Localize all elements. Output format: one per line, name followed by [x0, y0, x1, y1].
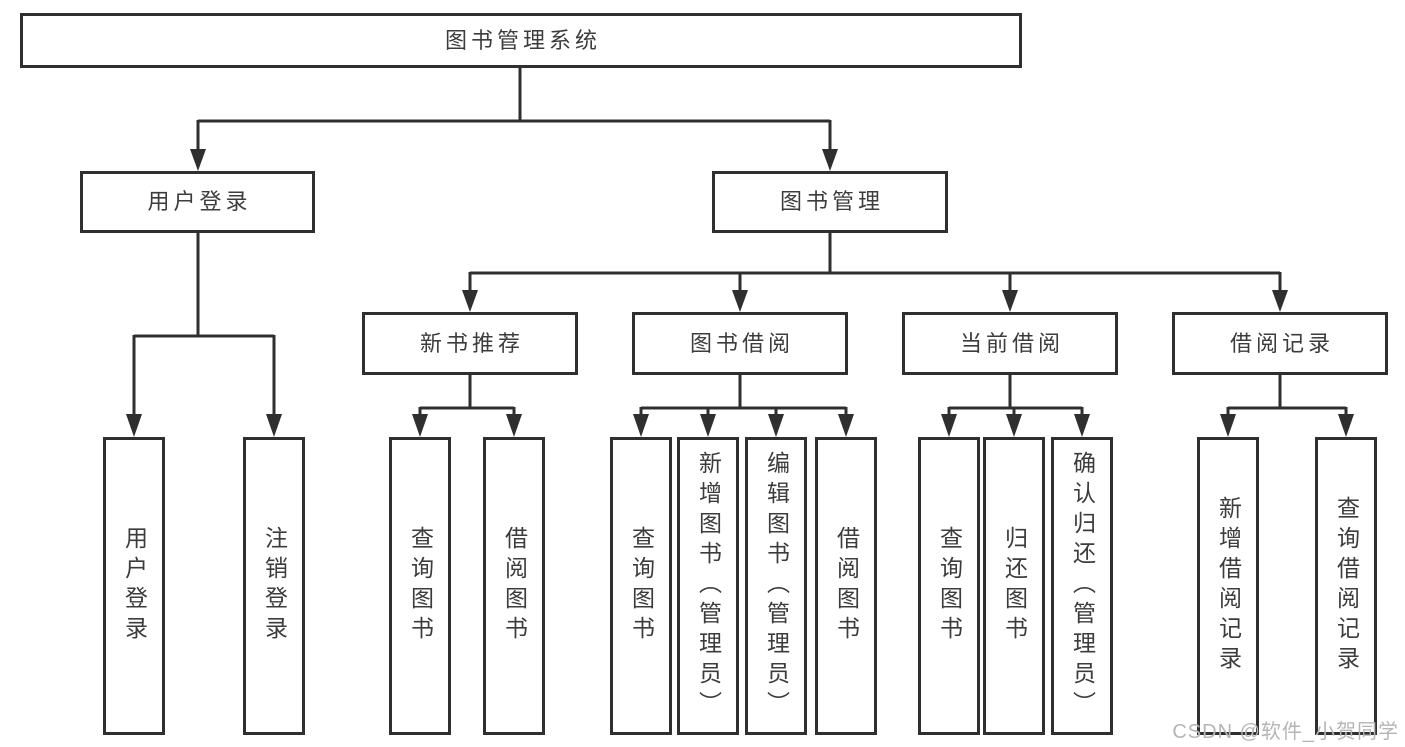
leaf-current-query-books: 查询图书	[918, 437, 980, 735]
node-label: 当前借阅	[959, 330, 1064, 356]
node-label: 归还图书	[1001, 526, 1028, 646]
node-label: 借阅图书	[833, 526, 860, 646]
leaf-record-add-borrow-record: 新增借阅记录	[1197, 437, 1259, 735]
node-book-management: 图书管理	[712, 171, 948, 233]
arrowheads	[126, 149, 1354, 437]
leaf-current-return-books: 归还图书	[983, 437, 1045, 735]
node-label: 用户登录	[147, 189, 252, 214]
node-label: 新增图书（管理员）	[695, 451, 722, 721]
node-label: 查询借阅记录	[1333, 496, 1360, 676]
node-label: 查询图书	[936, 526, 963, 646]
node-label: 图书管理系统	[444, 27, 601, 53]
node-label: 确认归还（管理员）	[1069, 451, 1096, 721]
node-library-management-system: 图书管理系统	[20, 13, 1022, 68]
node-label: 查询图书	[407, 526, 434, 646]
leaf-logout: 注销登录	[243, 437, 305, 735]
node-label: 图书管理	[779, 189, 884, 214]
node-book-borrow: 图书借阅	[632, 312, 848, 375]
node-label: 新增借阅记录	[1215, 496, 1242, 676]
node-label: 新书推荐	[419, 330, 524, 356]
leaf-borrow-query-books: 查询图书	[610, 437, 672, 735]
leaf-user-login: 用户登录	[103, 437, 165, 735]
node-current-borrow: 当前借阅	[902, 312, 1118, 375]
node-label: 借阅记录	[1229, 330, 1334, 356]
node-new-book-recommend: 新书推荐	[362, 312, 578, 375]
node-borrow-record: 借阅记录	[1172, 312, 1388, 375]
leaf-recommend-borrow-books: 借阅图书	[483, 437, 545, 735]
node-label: 用户登录	[121, 526, 148, 646]
leaf-record-query-borrow-record: 查询借阅记录	[1315, 437, 1377, 735]
node-label: 查询图书	[628, 526, 655, 646]
leaf-borrow-edit-books-admin: 编辑图书（管理员）	[745, 437, 807, 735]
node-label: 图书借阅	[689, 330, 794, 356]
node-user-login: 用户登录	[80, 171, 315, 233]
node-label: 注销登录	[261, 526, 288, 646]
leaf-recommend-query-books: 查询图书	[389, 437, 451, 735]
node-label: 借阅图书	[501, 526, 528, 646]
node-label: 编辑图书（管理员）	[763, 451, 790, 721]
leaf-borrow-add-books-admin: 新增图书（管理员）	[677, 437, 739, 735]
leaf-current-confirm-return-admin: 确认归还（管理员）	[1051, 437, 1113, 735]
csdn-watermark: CSDN @软件_小贺同学	[1172, 721, 1399, 743]
leaf-borrow-borrow-books: 借阅图书	[815, 437, 877, 735]
